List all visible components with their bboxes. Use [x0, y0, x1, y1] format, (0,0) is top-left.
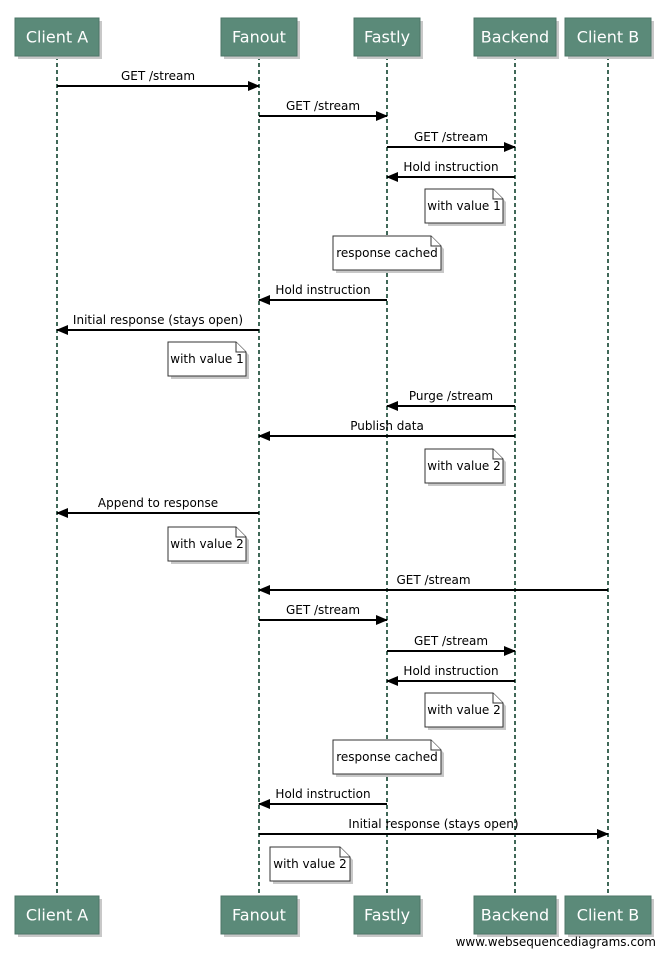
message-arrow: GET /stream [259, 99, 388, 121]
message-label: GET /stream [396, 573, 470, 587]
note: with value 2 [269, 846, 353, 884]
actor-label: Client B [577, 906, 639, 925]
note: response cached [332, 739, 444, 777]
note-box [332, 739, 442, 775]
message-label: GET /stream [121, 69, 195, 83]
message-arrow: GET /stream [387, 634, 516, 656]
actor-box [220, 17, 298, 57]
note-text: with value 2 [273, 857, 347, 871]
actor-label: Fanout [232, 28, 286, 47]
actor-fanout-bottom: Fanout [220, 895, 300, 937]
note: with value 2 [167, 526, 249, 564]
message-arrow: Append to response [56, 496, 259, 518]
note-text: with value 2 [427, 459, 501, 473]
actor-label: Backend [481, 28, 549, 47]
message-label: GET /stream [286, 99, 360, 113]
note-text: response cached [336, 246, 437, 260]
note-text: with value 1 [427, 199, 501, 213]
message-arrow: Hold instruction [258, 283, 387, 305]
note-text: with value 2 [170, 537, 244, 551]
actor-box [353, 17, 421, 57]
message-arrow: Hold instruction [386, 664, 515, 686]
actor-backend-top: Backend [473, 17, 559, 59]
message-label: GET /stream [286, 603, 360, 617]
actor-box [14, 895, 100, 935]
note: response cached [332, 235, 444, 273]
actor-box [473, 895, 557, 935]
note-box [424, 188, 504, 224]
message-arrow: Hold instruction [386, 160, 515, 182]
message-label: Hold instruction [275, 787, 370, 801]
message-label: Hold instruction [403, 664, 498, 678]
watermark[interactable]: www.websequencediagrams.com [455, 935, 656, 949]
actor-label: Client A [26, 906, 88, 925]
note-box [167, 341, 247, 377]
message-label: Purge /stream [409, 389, 493, 403]
actor-fastly-top: Fastly [353, 17, 423, 59]
actor-label: Fastly [364, 28, 410, 47]
note-text: with value 2 [427, 703, 501, 717]
actor-label: Fastly [364, 906, 410, 925]
message-label: GET /stream [414, 130, 488, 144]
actor-box [564, 895, 652, 935]
actor-client-a-top: Client A [14, 17, 102, 59]
note-box [167, 526, 247, 562]
message-label: Append to response [98, 496, 218, 510]
message-arrow: GET /stream [57, 69, 260, 91]
actor-box [353, 895, 421, 935]
message-label: Initial response (stays open) [73, 313, 243, 327]
actor-fastly-bottom: Fastly [353, 895, 423, 937]
actor-label: Fanout [232, 906, 286, 925]
note: with value 1 [424, 188, 506, 226]
message-label: Initial response (stays open) [348, 817, 518, 831]
actor-backend-bottom: Backend [473, 895, 559, 937]
message-arrow: Publish data [258, 419, 515, 441]
note-text: with value 1 [170, 352, 244, 366]
message-arrow: Purge /stream [386, 389, 515, 411]
message-arrow: Initial response (stays open) [259, 817, 609, 839]
note: with value 2 [424, 448, 506, 486]
note-text: response cached [336, 750, 437, 764]
note-box [424, 448, 504, 484]
actor-box [14, 17, 100, 57]
message-arrow: GET /stream [387, 130, 516, 152]
message-arrow: GET /stream [258, 573, 608, 595]
actor-label: Backend [481, 906, 549, 925]
actor-client-b-bottom: Client B [564, 895, 654, 937]
note: with value 2 [424, 692, 506, 730]
actor-label: Client A [26, 28, 88, 47]
note-box [332, 235, 442, 271]
message-arrow: Hold instruction [258, 787, 387, 809]
message-label: GET /stream [414, 634, 488, 648]
message-arrow: GET /stream [259, 603, 388, 625]
actor-label: Client B [577, 28, 639, 47]
actor-box [564, 17, 652, 57]
actor-fanout-top: Fanout [220, 17, 300, 59]
actor-client-b-top: Client B [564, 17, 654, 59]
actor-box [473, 17, 557, 57]
message-label: Hold instruction [403, 160, 498, 174]
note-box [424, 692, 504, 728]
note: with value 1 [167, 341, 249, 379]
message-label: Hold instruction [275, 283, 370, 297]
note-box [269, 846, 351, 882]
actor-box [220, 895, 298, 935]
message-arrow: Initial response (stays open) [56, 313, 259, 335]
message-label: Publish data [350, 419, 424, 433]
actor-client-a-bottom: Client A [14, 895, 102, 937]
